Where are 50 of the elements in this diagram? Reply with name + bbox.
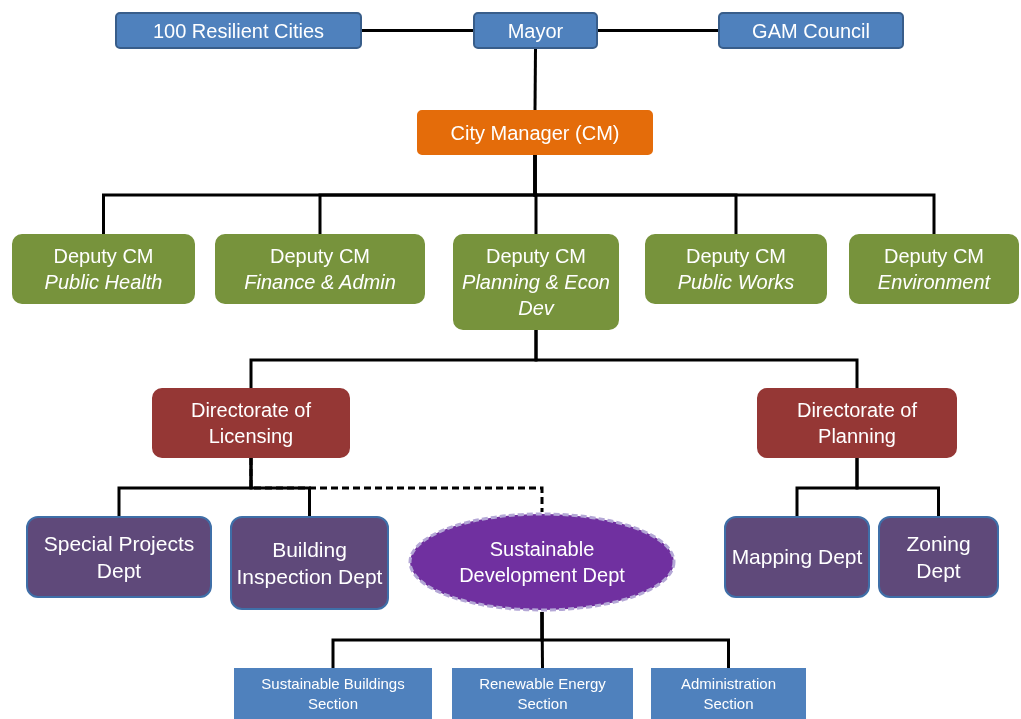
connector-line (598, 29, 718, 32)
node-title: Zoning Dept (905, 530, 972, 584)
org-box (26, 516, 212, 598)
org-box (215, 234, 425, 304)
org-box (878, 516, 999, 598)
node-title: Renewable Energy Section (478, 674, 607, 713)
node-title: Building Inspection Dept (236, 536, 383, 590)
node-title: Sustainable Buildings Section (260, 674, 406, 713)
section-box (452, 668, 633, 719)
node-title: Sustainable Development Dept (458, 537, 626, 588)
org-box (645, 234, 827, 304)
node-title: Directorate of Planning (795, 398, 919, 449)
org-box (152, 388, 350, 458)
connector-line (249, 458, 544, 512)
node-subtitle: Public Health (44, 270, 163, 295)
node-title: Mayor (507, 18, 564, 44)
node-subtitle: Planning & Econ Dev (461, 270, 611, 321)
connector-line (855, 458, 940, 516)
node-title: 100 Resilient Cities (152, 18, 325, 44)
connector-line (534, 330, 859, 388)
org-box (757, 388, 957, 458)
node-title: Special Projects Dept (42, 530, 196, 584)
node-title: Deputy CM (884, 244, 984, 269)
node-title: Deputy CM (686, 244, 786, 269)
org-box (724, 516, 870, 598)
node-title: Deputy CM (270, 244, 370, 269)
node-title: Deputy CM (486, 244, 586, 269)
connector-line (533, 155, 936, 234)
section-box (651, 668, 806, 719)
org-box (12, 234, 195, 304)
org-box (115, 12, 362, 49)
node-subtitle: Public Works (677, 270, 795, 295)
section-box (234, 668, 432, 719)
org-box (849, 234, 1019, 304)
org-box (453, 234, 619, 330)
node-title: Directorate of Licensing (189, 398, 313, 449)
node-title: Administration Section (679, 674, 777, 713)
org-box (417, 110, 653, 155)
node-subtitle: Environment (877, 270, 991, 295)
node-subtitle: Finance & Admin (244, 270, 396, 295)
connector-line (533, 49, 537, 110)
connector-line (362, 29, 473, 32)
org-box (718, 12, 904, 49)
node-title: Mapping Dept (731, 544, 863, 571)
connector-line (540, 612, 730, 668)
node-title: GAM Council (752, 18, 870, 44)
org-box (473, 12, 598, 49)
node-title: Deputy CM (53, 244, 154, 269)
org-box (230, 516, 389, 610)
node-title: City Manager (CM) (450, 120, 620, 146)
